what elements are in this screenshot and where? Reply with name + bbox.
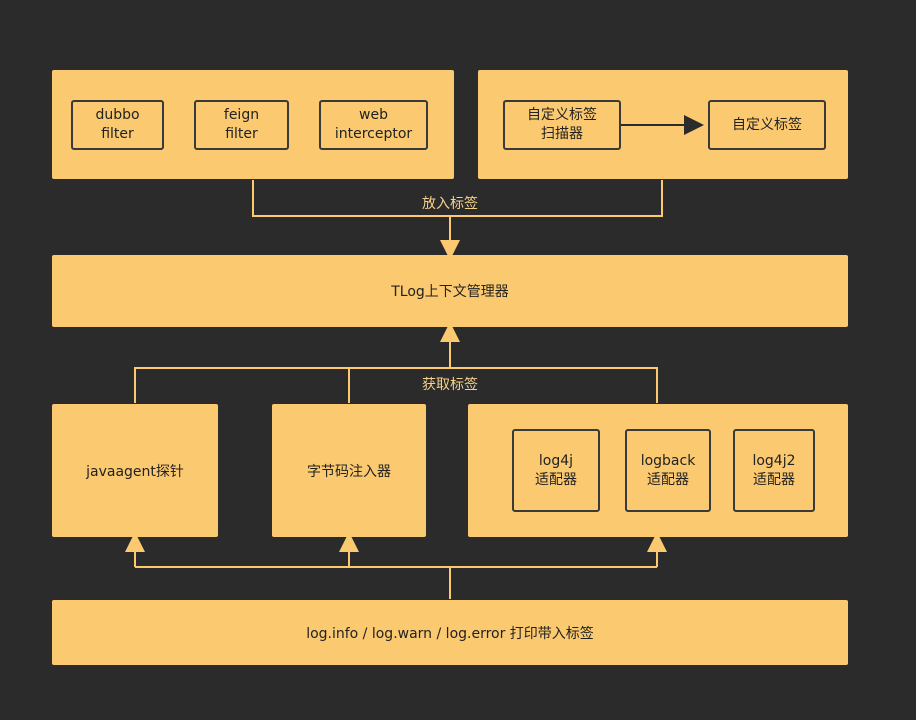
custom-tag-scanner-node: 自定义标签 扫描器 (503, 100, 621, 150)
dubbo-filter-node: dubbo filter (71, 100, 164, 150)
put-tag-label: 放入标签 (422, 196, 478, 212)
javaagent-probe: javaagent探针 (52, 404, 218, 537)
get-tag-label: 获取标签 (422, 377, 478, 393)
feign-filter-node: feign filter (194, 100, 289, 150)
put-tag-connector (252, 180, 663, 217)
log4j2-adapter-node: log4j2 适配器 (733, 429, 815, 512)
bytecode-injector: 字节码注入器 (272, 404, 426, 537)
tlog-context-manager: TLog上下文管理器 (52, 255, 848, 327)
custom-tag-node: 自定义标签 (708, 100, 826, 150)
logback-adapter-node: logback 适配器 (625, 429, 711, 512)
get-tag-connector (134, 367, 658, 403)
web-interceptor-node: web interceptor (319, 100, 428, 150)
log-call-connector (135, 566, 657, 599)
log4j-adapter-node: log4j 适配器 (512, 429, 600, 512)
log-print-with-tag: log.info / log.warn / log.error 打印带入标签 (52, 600, 848, 665)
